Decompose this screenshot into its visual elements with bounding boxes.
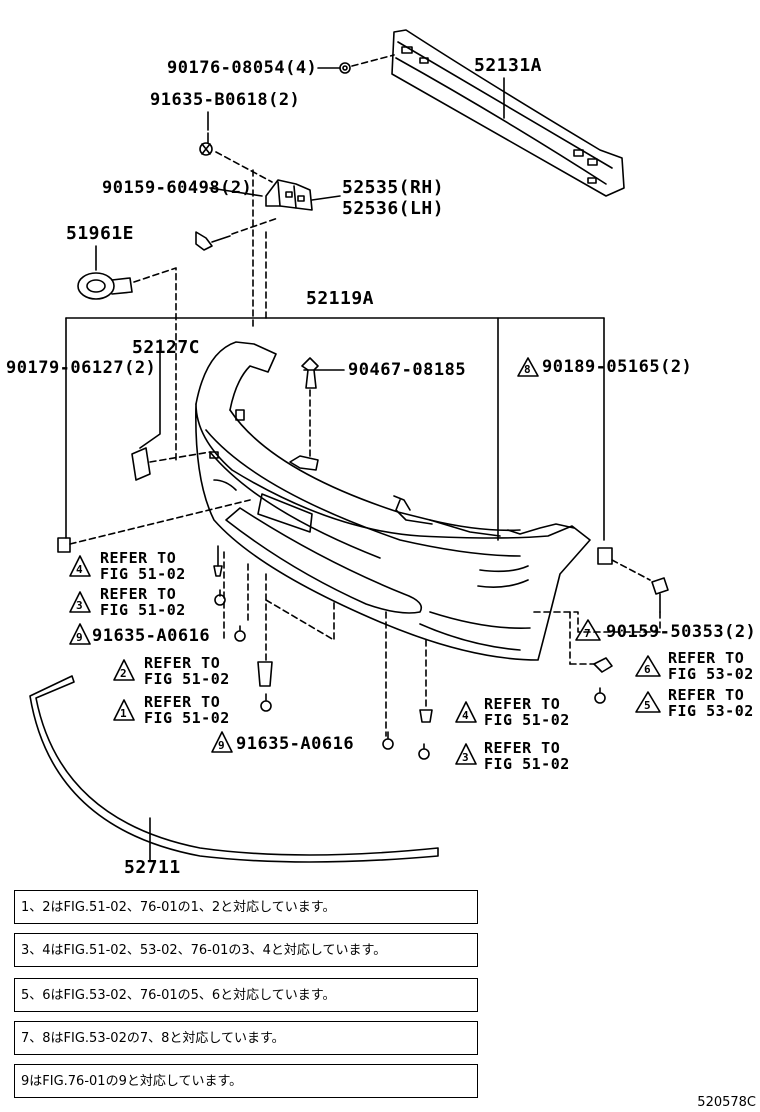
clip-ref2: [257, 661, 273, 687]
bracket-52535: [265, 179, 313, 211]
figure-id: 520578C: [697, 1095, 756, 1110]
screw-ref4-left: [213, 545, 223, 577]
ref-triangle-6: [635, 655, 661, 677]
nut-90179: [57, 537, 71, 553]
bolt-91635-A0616-bottom: [382, 731, 394, 750]
marker-8: 8: [524, 363, 532, 376]
label-90176: 90176-08054(4): [167, 58, 318, 78]
ref-5-line2: FIG 53-02: [668, 702, 754, 720]
ref-4a-num: 4: [76, 563, 84, 576]
ref-triangle-4a: [69, 555, 91, 577]
label-52535: 52535(RH): [342, 177, 445, 198]
clip-90467: [301, 357, 319, 389]
ref-5-num: 5: [644, 699, 652, 712]
marker-9a: 9: [76, 631, 84, 644]
screw-90159-60498: [195, 231, 231, 251]
ref-6-num: 6: [644, 663, 652, 676]
screw-90159-50353: [651, 577, 669, 613]
ref-triangle-1: [113, 699, 135, 721]
ref-triangle-7: [575, 619, 601, 641]
ref-5-line1: REFER TO: [668, 686, 745, 704]
marker-9b: 9: [218, 739, 226, 752]
label-90159-60498: 90159-60498(2): [102, 178, 253, 198]
nut-90189: [597, 547, 613, 565]
ref-3a-line2: FIG 51-02: [100, 601, 186, 619]
bolt-91635-B0618: [199, 132, 213, 156]
ref-1-num: 1: [120, 707, 128, 720]
clip-ref6: [593, 657, 613, 673]
towing-hook-51961E: [77, 272, 133, 300]
ref-triangle-5: [635, 691, 661, 713]
clip-ref4-right: [419, 709, 433, 723]
label-90179: 90179-06127(2): [6, 358, 157, 378]
screw-ref5: [594, 687, 606, 704]
ref-2-num: 2: [120, 667, 128, 680]
ref-triangle-3b: [455, 743, 477, 765]
bumper-reinforcement: [391, 29, 625, 197]
ref-triangle-8: [517, 357, 539, 377]
bolt-91635-A0616-left: [234, 625, 246, 642]
note-row-2: 3、4はFIG.51-02、53-02、76-01の3、4と対応しています。: [14, 933, 478, 967]
label-91635-A0616-left: 91635-A0616: [92, 626, 211, 646]
ref-4b-num: 4: [462, 709, 470, 722]
note-row-5: 9はFIG.76-01の9と対応しています。: [14, 1064, 478, 1098]
ref-4b-line2: FIG 51-02: [484, 711, 570, 729]
label-90467: 90467-08185: [348, 360, 467, 380]
note-row-4: 7、8はFIG.53-02の7、8と対応しています。: [14, 1021, 478, 1055]
label-52536: 52536(LH): [342, 198, 445, 219]
ref-2-line1: REFER TO: [144, 654, 221, 672]
ref-3a-line1: REFER TO: [100, 585, 177, 603]
label-52127C: 52127C: [132, 337, 201, 358]
label-91635-A0616-bottom: 91635-A0616: [236, 734, 355, 754]
ref-triangle-2: [113, 659, 135, 681]
note-row-1: 1、2はFIG.51-02、76-01の1、2と対応しています。: [14, 890, 478, 924]
ref-4a-line1: REFER TO: [100, 549, 177, 567]
ref-triangle-4b: [455, 701, 477, 723]
label-52711: 52711: [124, 857, 181, 878]
label-52131A: 52131A: [474, 55, 543, 76]
ref-4b-line1: REFER TO: [484, 695, 561, 713]
marker-7: 7: [584, 627, 592, 640]
nut-90176: [339, 62, 351, 74]
ref-3a-num: 3: [76, 599, 84, 612]
molding-52711: [29, 675, 439, 863]
note-row-3: 5、6はFIG.53-02、76-01の5、6と対応しています。: [14, 978, 478, 1012]
label-52119A: 52119A: [306, 288, 375, 309]
ref-triangle-9a: [69, 623, 91, 645]
ref-3b-num: 3: [462, 751, 470, 764]
ref-triangle-3a: [69, 591, 91, 613]
cover-52127C: [131, 339, 161, 481]
ref-4a-line2: FIG 51-02: [100, 565, 186, 583]
ref-3b-line1: REFER TO: [484, 739, 561, 757]
label-91635-B0618: 91635-B0618(2): [150, 90, 301, 110]
screw-ref3-left: [214, 589, 226, 606]
label-51961E: 51961E: [66, 223, 135, 244]
ref-1-line2: FIG 51-02: [144, 709, 230, 727]
ref-6-line2: FIG 53-02: [668, 665, 754, 683]
ref-6-line1: REFER TO: [668, 649, 745, 667]
screw-ref3-right: [418, 743, 430, 760]
ref-1-line1: REFER TO: [144, 693, 221, 711]
bumper-cover-52119A: [195, 341, 591, 661]
screw-ref1: [260, 693, 272, 712]
label-90159-50353: 90159-50353(2): [606, 622, 757, 642]
label-90189: 90189-05165(2): [542, 357, 693, 377]
ref-3b-line2: FIG 51-02: [484, 755, 570, 773]
ref-2-line2: FIG 51-02: [144, 670, 230, 688]
ref-triangle-9b: [211, 731, 233, 753]
